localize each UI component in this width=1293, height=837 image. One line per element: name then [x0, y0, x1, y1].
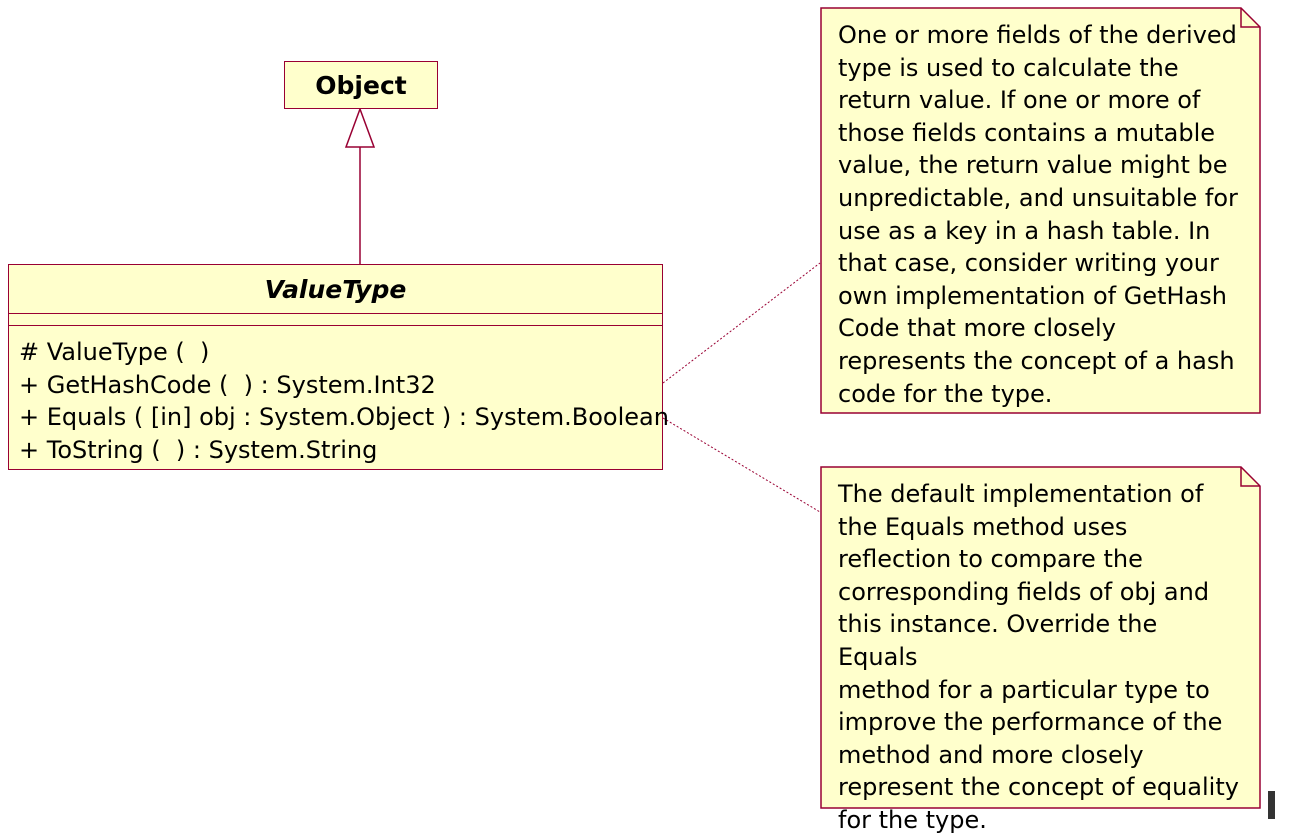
operation-gethashcode: + GetHashCode ( ) : System.Int32	[19, 370, 436, 399]
note-line: use as a key in a hash table. In	[838, 216, 1211, 245]
note-line: the Equals method uses	[838, 512, 1128, 541]
valuetype-class-name: ValueType	[264, 274, 407, 304]
note-line: unpredictable, and unsuitable for	[838, 183, 1238, 212]
note-line: reflection to compare the	[838, 545, 1143, 574]
operation-constructor: # ValueType ( )	[19, 338, 210, 366]
note-shape	[820, 7, 1261, 414]
valuetype-operations-compartment: # ValueType ( ) + GetHashCode ( ) : Syst…	[9, 326, 669, 466]
generalization-arrow	[344, 106, 376, 264]
note-shape	[820, 466, 1261, 809]
note-line: those fields contains a mutable	[838, 118, 1216, 147]
note-line: this instance. Override the Equals	[838, 610, 1158, 671]
note-line: type is used to calculate the	[838, 53, 1179, 82]
note-line: that case, consider writing your	[838, 249, 1219, 278]
operation-equals: + Equals ( [in] obj : System.Object ) : …	[19, 403, 669, 431]
valuetype-class-name-compartment: ValueType	[9, 265, 662, 314]
note-line: method for a particular type to	[838, 675, 1210, 704]
text-cursor-mark	[1268, 791, 1275, 819]
note-equals[interactable]: The default implementation of the Equals…	[820, 466, 1261, 834]
valuetype-attributes-compartment	[9, 314, 662, 326]
note-line: for the type.	[838, 805, 987, 834]
operation-tostring: + ToString ( ) : System.String	[19, 435, 378, 464]
note-gethashcode-text: One or more fields of the derived type i…	[838, 19, 1241, 410]
note-line: value, the return value might be	[838, 151, 1228, 180]
note-line: improve the performance of the	[838, 708, 1223, 737]
note-line: Code that more closely	[838, 314, 1116, 343]
note-equals-text: The default implementation of the Equals…	[838, 478, 1241, 837]
generalization-arrowhead	[344, 106, 376, 148]
note-gethashcode[interactable]: One or more fields of the derived type i…	[820, 7, 1261, 414]
object-class-name: Object	[315, 70, 407, 100]
note-line: corresponding fields of obj and	[838, 577, 1210, 606]
note-line: method and more closely	[838, 740, 1144, 769]
note-line: own implementation of GetHash	[838, 281, 1227, 310]
note-line: One or more fields of the derived	[838, 21, 1237, 49]
object-class-box[interactable]: Object	[284, 61, 438, 109]
note-anchor-hashcode	[662, 262, 821, 384]
note-line: represents the concept of a hash	[838, 346, 1235, 375]
note-line: represent the concept of equality	[838, 773, 1239, 802]
note-anchor-equals	[662, 417, 821, 513]
valuetype-class-box[interactable]: ValueType # ValueType ( ) + GetHashCode …	[8, 264, 669, 470]
note-line: The default implementation of	[838, 480, 1204, 508]
note-line: code for the type.	[838, 379, 1053, 408]
note-line: return value. If one or more of	[838, 86, 1201, 115]
